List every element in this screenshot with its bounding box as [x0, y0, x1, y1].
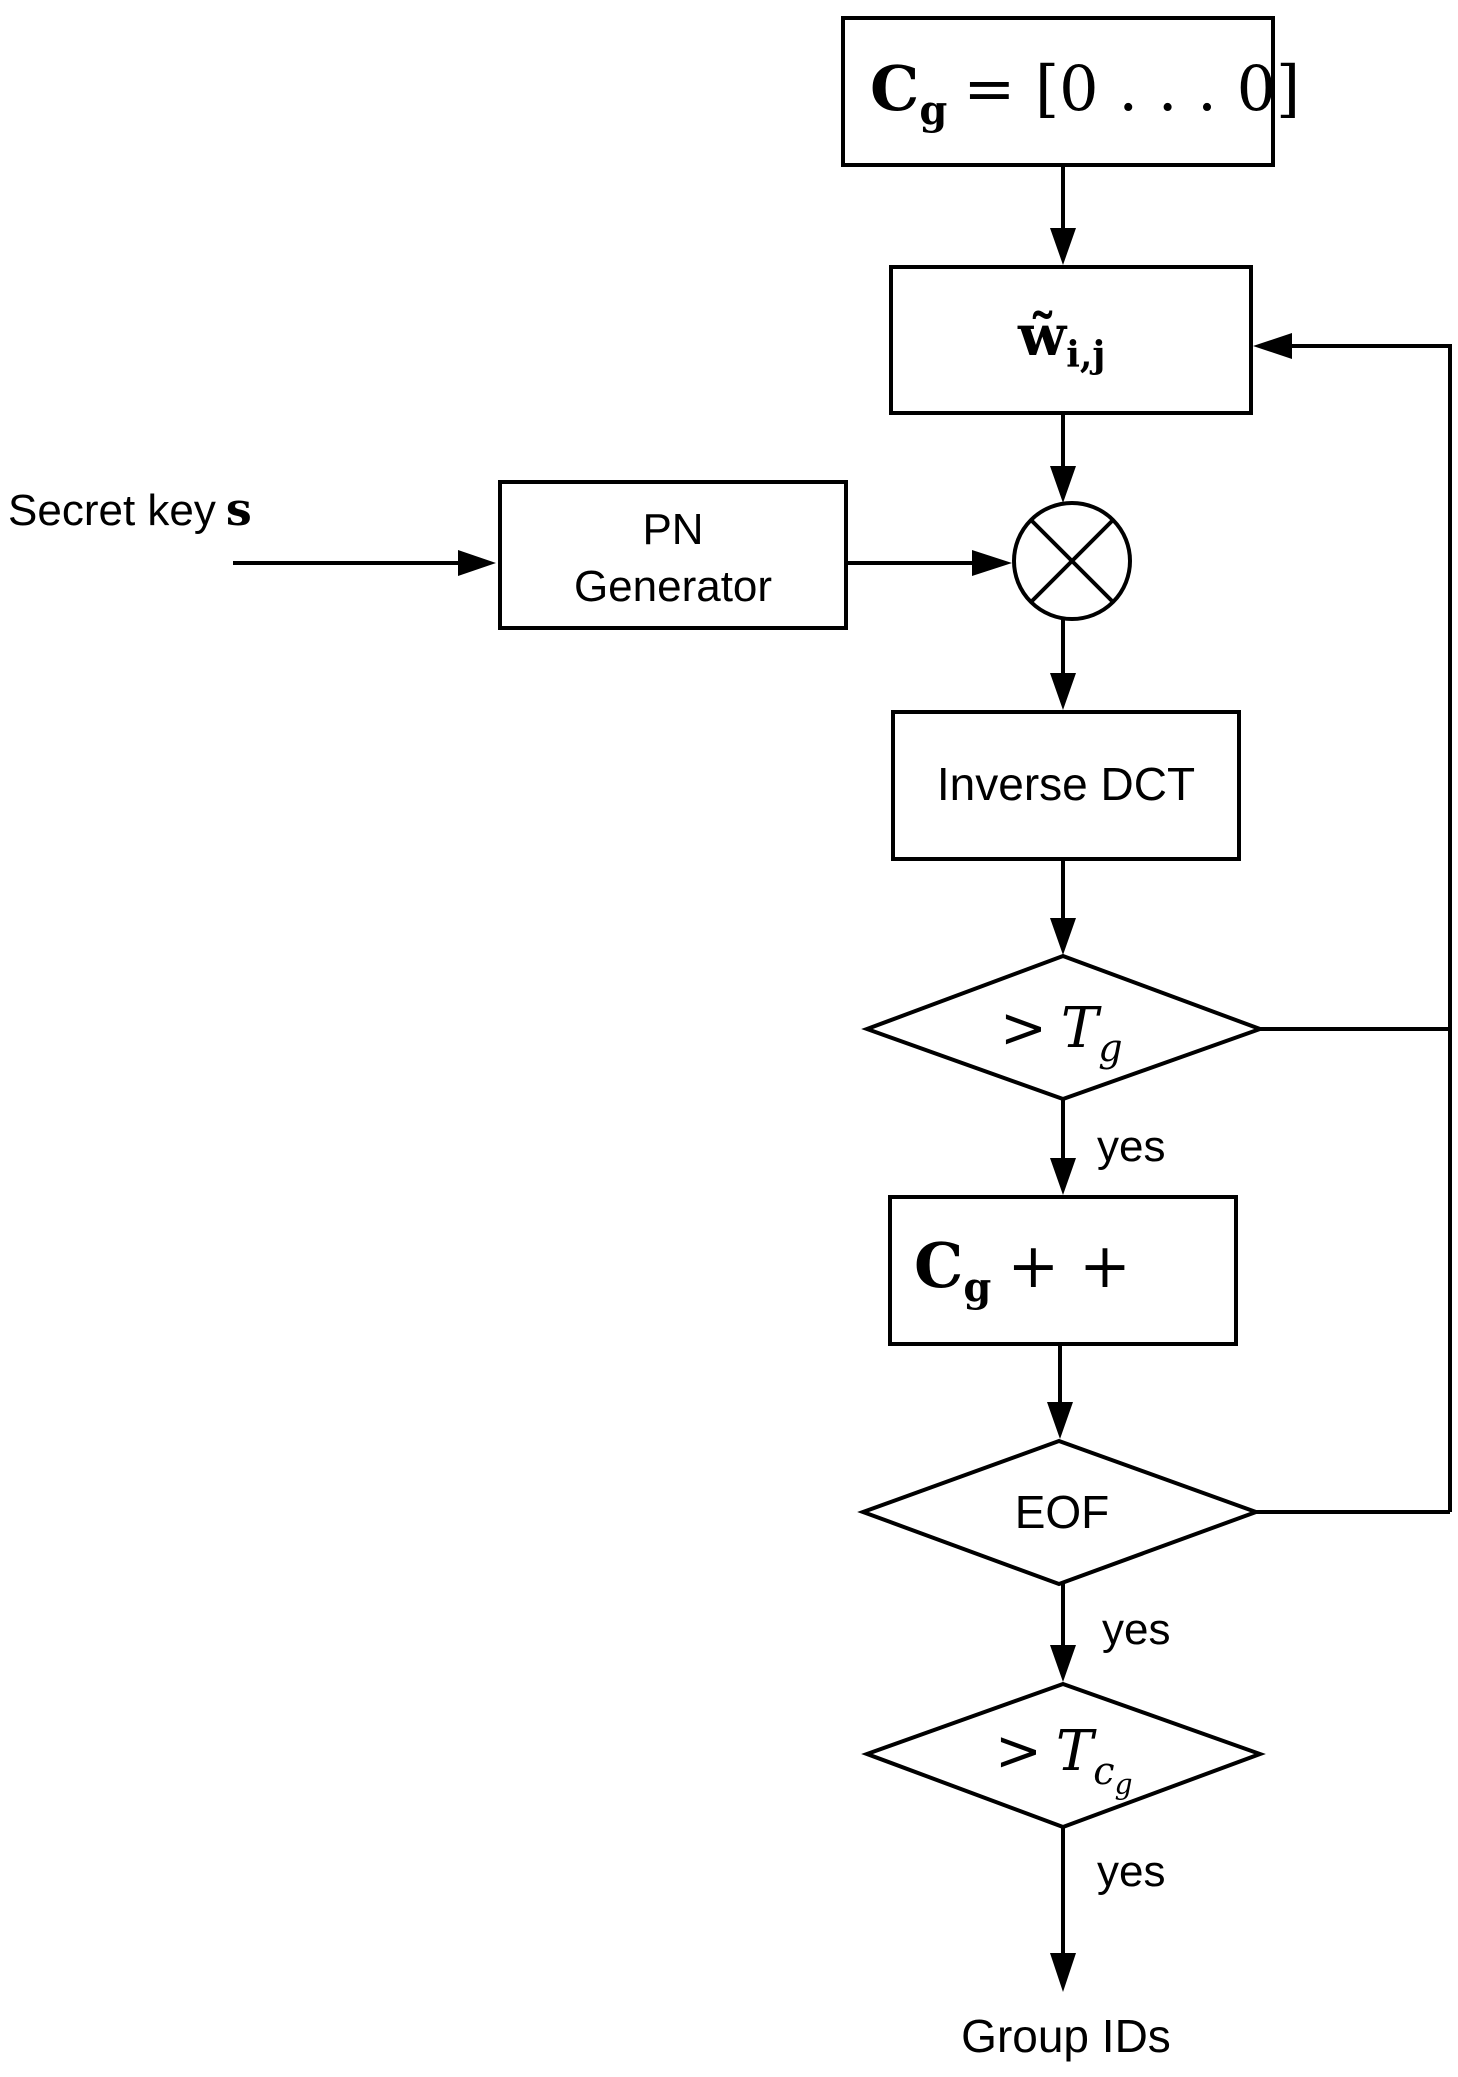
svg-text:Cg= [0 . . . 0]: Cg = [0 . . . 0]: [870, 52, 1300, 134]
arrow-weight-to-multiplier: [1050, 413, 1076, 503]
arrow-threshold-to-increment: [1050, 1099, 1076, 1195]
arrow-increment-to-eof: [1047, 1344, 1073, 1439]
threshold-decision: >Tg: [861, 953, 1266, 1102]
eof-label: EOF: [1015, 1486, 1110, 1538]
yes-label-2: yes: [1102, 1605, 1170, 1654]
pn-generator-line2: Generator: [574, 562, 772, 611]
inverse-dct-box: Inverse DCT: [891, 710, 1241, 861]
svg-text:Cg+ +: Cg + +: [914, 1229, 1131, 1311]
increment-box-main: C: [914, 1229, 963, 1302]
svg-text:>Tcg: >Tcg: [995, 1719, 1133, 1801]
svg-text:>Tg: >Tg: [1000, 996, 1123, 1070]
arrow-pn-to-multiplier: [846, 550, 1012, 576]
init-box-rest: = [0 . . . 0]: [963, 52, 1300, 125]
arrow-multiplier-to-idct: [1050, 619, 1076, 710]
count-var: T: [1056, 1719, 1097, 1784]
multiplier-node: [1012, 501, 1132, 621]
threshold-op: >: [1000, 996, 1047, 1061]
pn-generator-box: PN Generator: [498, 480, 848, 630]
count-sub: c: [1093, 1749, 1114, 1793]
threshold-var: T: [1061, 996, 1102, 1061]
arrow-init-to-weight: [1050, 165, 1076, 265]
yes-label-1: yes: [1097, 1122, 1165, 1171]
count-op: >: [995, 1719, 1042, 1784]
arrow-idct-to-threshold: [1050, 859, 1076, 955]
increment-box-rest: + +: [1007, 1229, 1131, 1302]
init-box-sub: g: [919, 87, 947, 134]
svg-text:w̃i,j: w̃i,j: [1017, 303, 1105, 376]
init-box: Cg = [0 . . . 0]: [841, 16, 1300, 167]
arrow-key-to-pn: [233, 550, 496, 576]
feedback-loop: [1253, 333, 1452, 1514]
count-decision: >Tcg: [861, 1681, 1266, 1830]
count-subsub: g: [1115, 1768, 1133, 1801]
pn-generator-line1: PN: [642, 505, 703, 554]
weight-box-main: w̃: [1017, 303, 1068, 369]
eof-decision: EOF: [857, 1438, 1262, 1587]
init-box-main: C: [870, 52, 919, 125]
increment-box-sub: g: [963, 1264, 991, 1311]
arrow-eof-to-count: [1050, 1584, 1076, 1682]
yes-label-3: yes: [1097, 1847, 1165, 1896]
threshold-sub: g: [1098, 1026, 1122, 1070]
weight-box-sub: i,j: [1066, 334, 1105, 376]
arrow-count-to-output: [1050, 1827, 1076, 1992]
weight-box: w̃i,j: [889, 265, 1253, 415]
group-ids-label: Group IDs: [961, 2010, 1171, 2062]
increment-box: Cg + +: [888, 1195, 1238, 1346]
inverse-dct-label: Inverse DCT: [937, 758, 1195, 810]
